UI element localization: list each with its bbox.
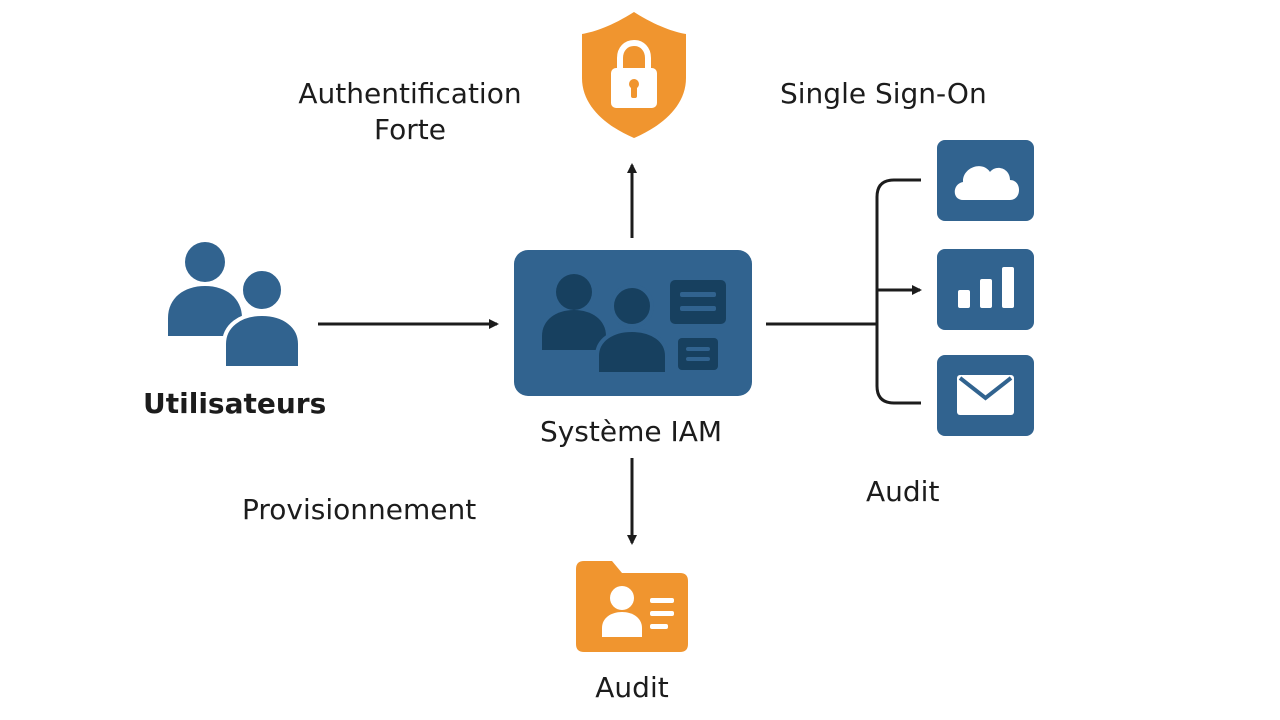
auth-label-line1: Authentification [298, 77, 522, 110]
audit-right-label: Audit [866, 475, 940, 508]
users-icon [168, 242, 302, 370]
bar-chart-icon [937, 249, 1034, 330]
auth-label-line2: Forte [374, 113, 446, 146]
auth-label: Authentification Forte [290, 76, 530, 148]
provisioning-label: Provisionnement [242, 493, 477, 526]
iam-label: Système IAM [539, 415, 723, 448]
sso-label: Single Sign-On [780, 77, 987, 110]
users-label: Utilisateurs [143, 387, 327, 420]
audit-bottom-label: Audit [595, 671, 669, 704]
iam-system-icon [514, 250, 752, 396]
shield-lock-icon [582, 12, 686, 138]
user-folder-icon [576, 561, 688, 652]
mail-icon [937, 355, 1034, 436]
cloud-icon [937, 140, 1034, 221]
apps-connector [766, 178, 922, 405]
